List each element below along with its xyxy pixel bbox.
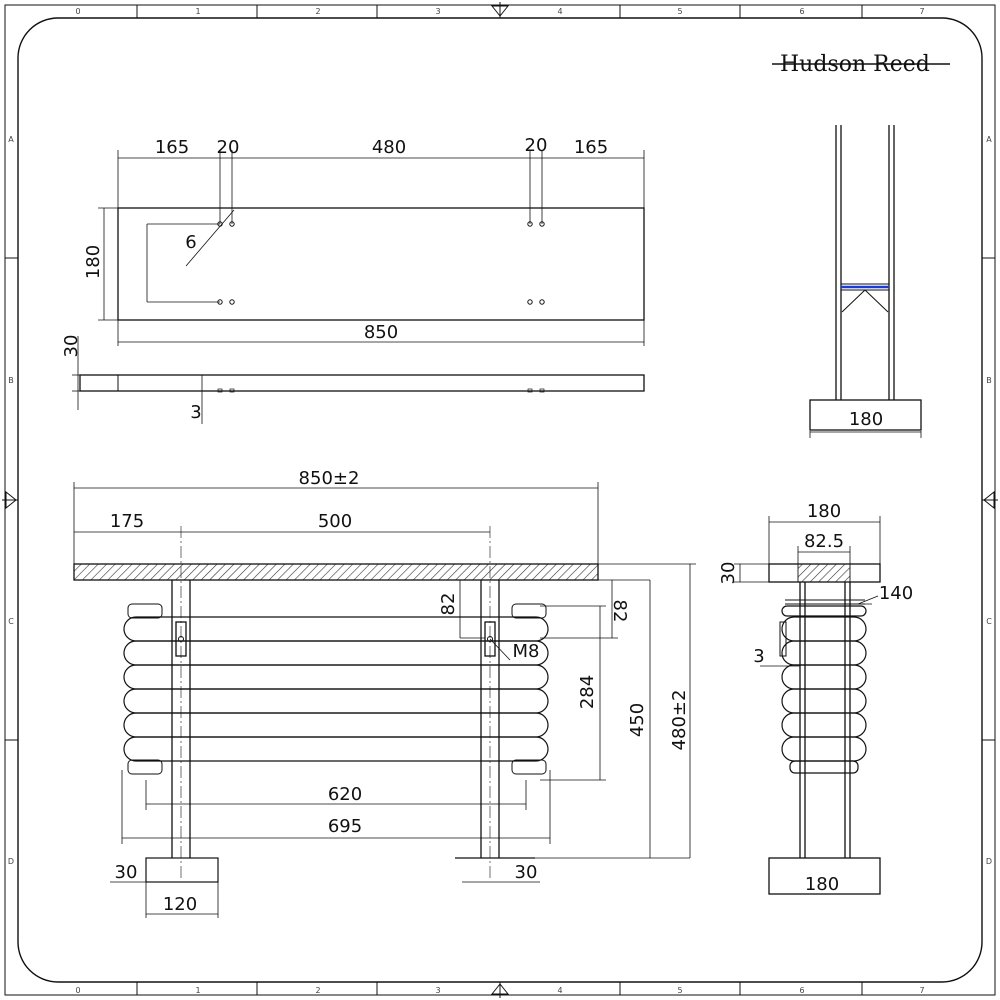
dim-foot-length: 120 [163,894,197,915]
dim-side-depth: 180 [849,409,883,430]
end-view [734,516,881,895]
dim-top-drop-right: 82 [609,600,630,623]
dim-left-margin: 165 [155,137,189,158]
dim-outer-width: 695 [328,816,362,837]
col-label: 2 [315,986,320,995]
frame-row-labels: A B C D A B C D [8,135,992,866]
row-label: C [8,617,14,626]
row-label: D [986,857,992,866]
dim-right-gap: 20 [525,135,548,156]
shelf-edge-dimensions: 30 3 [61,335,202,423]
front-view [73,482,696,918]
frame-column-labels: 0 1 2 3 4 5 6 7 0 1 2 3 4 5 6 7 [75,7,924,995]
row-label: B [986,376,992,385]
dim-right-margin: 165 [574,137,608,158]
row-label: A [8,135,14,144]
col-label: 0 [75,7,80,16]
dim-overall-height: 480±2 [669,690,690,751]
dim-shelf-depth: 180 [807,501,841,522]
row-label: C [986,617,992,626]
dim-depth: 180 [83,245,104,279]
shelf-plan-dimensions: 165 20 480 20 165 6 180 850 [83,135,608,343]
brand-logo: Hudson Reed [772,52,950,77]
dim-leg-centres: 500 [318,511,352,532]
end-view-dimensions: 180 82.5 30 140 3 180 [718,501,913,895]
dim-rail-depth: 140 [879,583,913,604]
col-label: 0 [75,986,80,995]
dim-foot-left: 30 [115,862,138,883]
row-label: A [986,135,992,144]
dim-hole-diameter: 6 [185,232,196,253]
col-label: 7 [919,7,924,16]
dim-foot-depth: 180 [805,874,839,895]
col-label: 4 [557,986,562,995]
dim-tube-span: 284 [577,675,598,709]
dim-height: 450 [627,703,648,737]
col-label: 7 [919,986,924,995]
col-label: 5 [677,7,682,16]
row-label: B [8,376,14,385]
row-label: D [8,857,14,866]
col-label: 3 [435,986,440,995]
col-label: 3 [435,7,440,16]
col-label: 6 [799,7,804,16]
dim-overall-length: 850 [364,322,398,343]
col-label: 6 [799,986,804,995]
dim-shelf-thickness: 30 [718,562,739,585]
col-label: 1 [195,986,200,995]
front-view-dimensions: 850±2 175 500 82 82 M8 284 450 480±2 620… [110,468,690,915]
dim-plate: 3 [753,646,764,667]
col-label: 2 [315,7,320,16]
shelf-plan-view [98,150,645,346]
dim-centre-span: 480 [372,137,406,158]
side-view-upper [809,125,922,438]
dim-offset: 175 [110,511,144,532]
dim-thickness: 30 [61,335,82,358]
dim-bracket: 82.5 [804,531,844,552]
dim-overall-length-tolerance: 850±2 [299,468,360,489]
col-label: 1 [195,7,200,16]
col-label: 4 [557,7,562,16]
col-label: 5 [677,986,682,995]
dim-foot-right: 30 [515,862,538,883]
brand-name: Hudson Reed [780,52,930,77]
dim-left-gap: 20 [217,137,240,158]
shelf-edge-view [72,336,645,424]
dim-inner-width: 620 [328,784,362,805]
dim-plate: 3 [190,402,201,423]
dim-top-drop-left: 82 [438,593,459,616]
dim-thread: M8 [513,641,540,662]
